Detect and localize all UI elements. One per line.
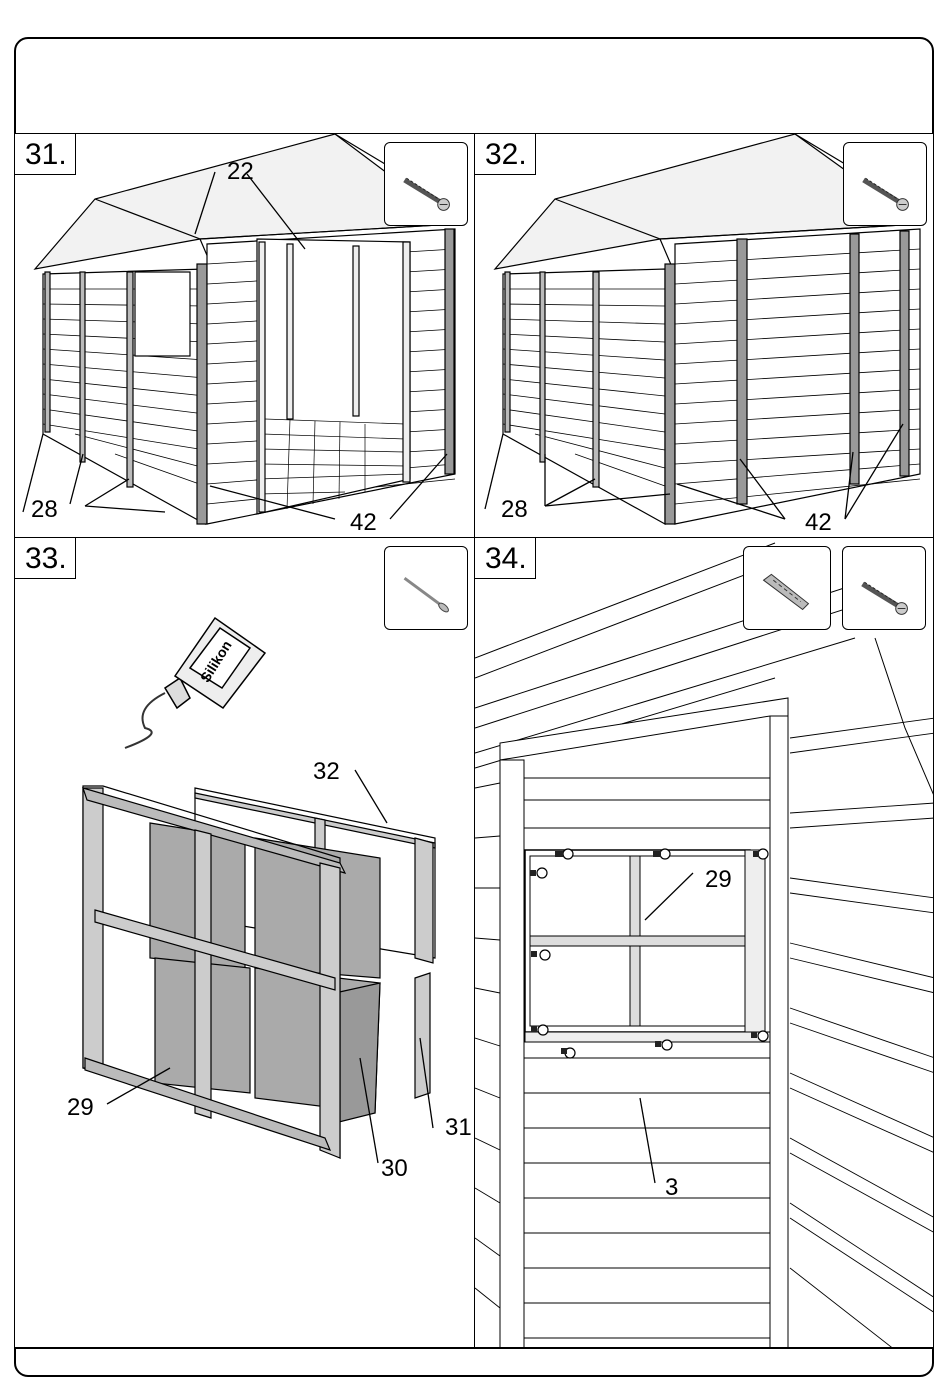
- step-number: 34.: [475, 538, 536, 579]
- step-number: 32.: [475, 134, 536, 175]
- step-number: 31.: [15, 134, 76, 175]
- part-label-22: 22: [227, 158, 254, 186]
- step-32-panel: 32.: [474, 133, 934, 538]
- part-label-3: 3: [665, 1174, 678, 1202]
- window-installation-drawing: [475, 538, 934, 1349]
- screw-icon: [842, 546, 926, 630]
- step-number: 33.: [15, 538, 76, 579]
- part-label-29: 29: [67, 1094, 94, 1122]
- part-label-30: 30: [381, 1155, 408, 1183]
- part-label-42: 42: [350, 509, 377, 537]
- screw-icon: [843, 142, 927, 226]
- screw-icon: [384, 142, 468, 226]
- drill-bit-icon: [743, 546, 831, 630]
- nail-icon: [384, 546, 468, 630]
- part-label-31: 31: [445, 1114, 472, 1142]
- part-label-28: 28: [31, 496, 58, 524]
- footer-divider: [14, 1347, 934, 1348]
- part-label-32: 32: [313, 758, 340, 786]
- window-frame-assembly-drawing: Silikon: [15, 538, 475, 1349]
- step-33-panel: 33. Silikon: [14, 537, 475, 1349]
- step-31-panel: 31.: [14, 133, 475, 538]
- part-label-42: 42: [805, 509, 832, 537]
- part-label-29: 29: [705, 866, 732, 894]
- part-label-28: 28: [501, 496, 528, 524]
- silicone-tube-icon: [125, 606, 272, 764]
- step-34-panel: 34.: [474, 537, 934, 1349]
